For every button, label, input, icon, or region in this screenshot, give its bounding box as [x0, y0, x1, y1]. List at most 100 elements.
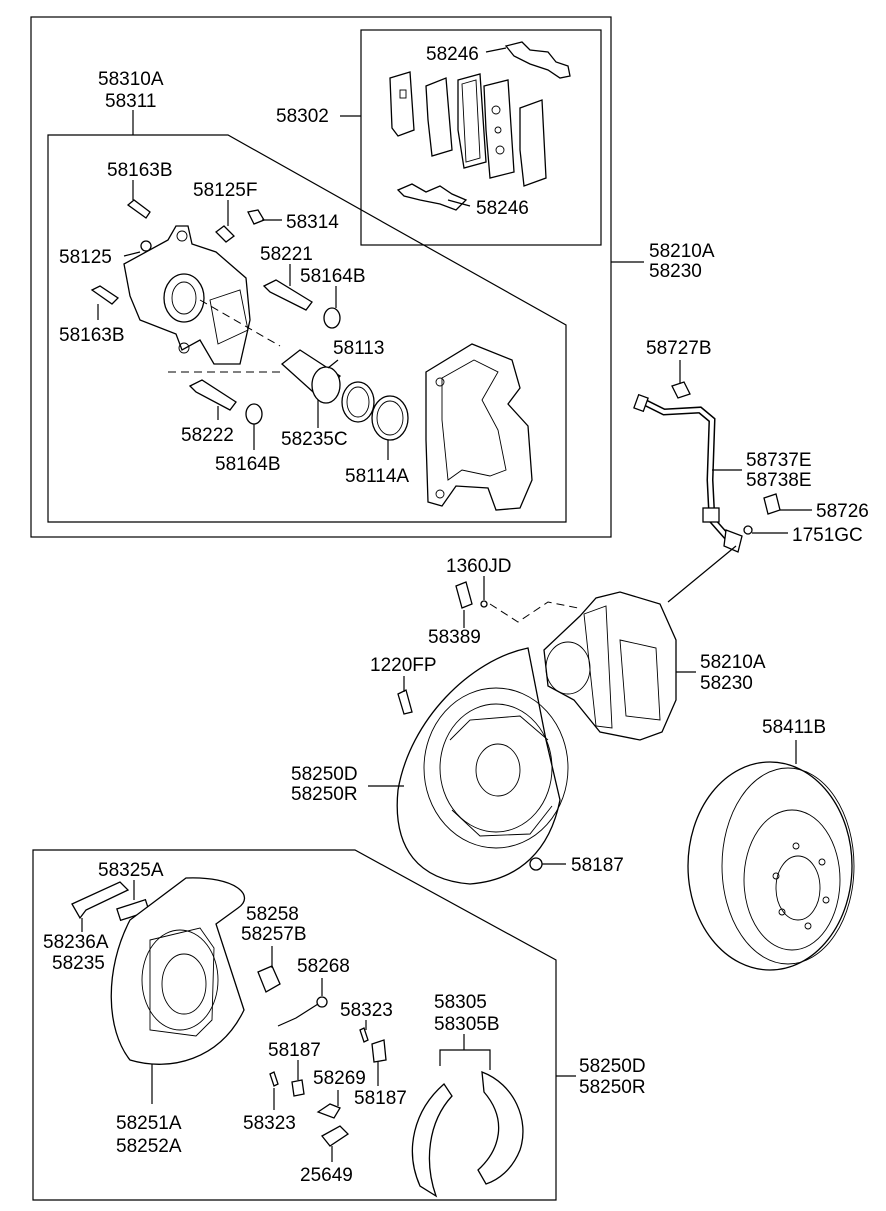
label-58268: 58268 [297, 956, 350, 977]
adjuster-25649 [321, 1125, 350, 1147]
label-58257B: 58257B [241, 924, 307, 945]
bolt-58389 [455, 581, 473, 609]
assembled-caliper [397, 581, 677, 741]
pad-clip-top [504, 41, 571, 79]
label-58187-a: 58187 [268, 1040, 321, 1061]
label-58411B: 58411B [762, 717, 826, 738]
label-58302: 58302 [276, 106, 329, 127]
brake-hose [633, 381, 781, 603]
pin-58323-b [269, 1071, 279, 1087]
bleeder-58125F [215, 225, 235, 243]
label-58323-a: 58323 [340, 1000, 393, 1021]
label-58210A-mid: 58210A [700, 652, 766, 673]
label-58269: 58269 [313, 1068, 366, 1089]
label-58726: 58726 [816, 501, 869, 522]
label-58251A: 58251A [116, 1113, 182, 1134]
caliper-assembly [90, 199, 533, 511]
brake-pad-kit-frame [360, 29, 602, 246]
label-58311: 58311 [105, 91, 156, 112]
backing-plate-assembly [396, 647, 569, 885]
label-58738E: 58738E [746, 470, 812, 491]
pad-clip-bottom [396, 183, 468, 211]
boot-58164B-bottom [245, 403, 263, 425]
label-58250R-bottom: 58250R [579, 1077, 646, 1098]
label-58246-top: 58246 [426, 44, 479, 65]
label-58250R-mid: 58250R [291, 784, 358, 805]
label-58727B: 58727B [646, 338, 712, 359]
label-58125: 58125 [59, 247, 112, 268]
nut-58187-mid [529, 857, 543, 871]
shoe-58305-right [477, 1071, 524, 1185]
label-58235C: 58235C [281, 429, 348, 450]
label-1220FP: 1220FP [370, 655, 437, 676]
label-58310A: 58310A [98, 69, 164, 90]
bolt-58726 [763, 493, 781, 515]
label-58114A: 58114A [345, 466, 409, 487]
parking-brake-parts [71, 877, 524, 1198]
spring-58258 [257, 965, 281, 993]
brake-disc [687, 761, 855, 971]
pad-shim-2 [425, 77, 453, 157]
spring-58269 [316, 1103, 341, 1119]
label-58305B: 58305B [434, 1014, 500, 1035]
label-58230-top: 58230 [649, 261, 702, 282]
label-1751GC: 1751GC [792, 525, 863, 546]
backing-plate-58251A [110, 877, 245, 1065]
label-58325A: 58325A [98, 860, 164, 881]
lever-58236A [71, 881, 130, 920]
bolt-1220FP [397, 689, 413, 715]
label-58389: 58389 [428, 627, 481, 648]
bolt-58163B-bottom [90, 285, 120, 305]
label-58737E: 58737E [746, 450, 812, 471]
cap-58125 [140, 240, 152, 252]
label-58323-b: 58323 [243, 1113, 296, 1134]
label-58222: 58222 [181, 425, 234, 446]
caliper-assembled [543, 591, 677, 741]
label-58163B-top: 58163B [107, 160, 173, 181]
clip-58187-a [291, 1079, 305, 1097]
carrier-bracket [425, 343, 533, 511]
label-58235: 58235 [52, 953, 105, 974]
pad-2 [483, 79, 515, 179]
label-58113: 58113 [333, 338, 384, 359]
shoe-58305-left [411, 1083, 453, 1198]
caliper-assembly-frame [47, 134, 567, 523]
label-58163B-bottom: 58163B [59, 325, 125, 346]
label-58246-bottom: 58246 [476, 198, 529, 219]
clip-58314 [247, 209, 265, 225]
label-25649: 25649 [300, 1165, 353, 1186]
label-58258: 58258 [246, 904, 299, 925]
pin-58323-a [359, 1027, 369, 1043]
label-58252A: 58252A [116, 1136, 182, 1157]
disc-outer [687, 761, 853, 971]
nut-1360JD [480, 600, 488, 608]
label-58221: 58221 [260, 244, 313, 265]
caliper-kit-frame [30, 16, 612, 538]
label-58230-mid: 58230 [700, 673, 753, 694]
pad-shim-3 [519, 99, 547, 187]
label-58250D-bottom: 58250D [579, 1056, 646, 1077]
label-58187-b: 58187 [354, 1088, 407, 1109]
guide-pin-58222 [188, 379, 237, 411]
guide-pin-58221 [262, 279, 313, 311]
boot-58164B-top [323, 307, 341, 329]
label-58305: 58305 [434, 992, 487, 1013]
label-58164B-bottom: 58164B [215, 454, 281, 475]
label-58314: 58314 [286, 212, 339, 233]
label-58236A: 58236A [43, 932, 109, 953]
label-58164B-top: 58164B [300, 266, 366, 287]
leader-lines [81, 47, 812, 1162]
label-58210A-top: 58210A [649, 241, 715, 262]
label-1360JD: 1360JD [446, 556, 512, 577]
label-58125F: 58125F [193, 180, 257, 201]
brake-pad-set [389, 41, 571, 211]
label-58187-mid: 58187 [571, 855, 624, 876]
washer-1751GC [743, 525, 753, 535]
backing-plate-mid [396, 647, 561, 885]
pad-shim-1 [389, 71, 415, 137]
boot-58114A [371, 395, 409, 441]
spring-58268 [316, 996, 328, 1008]
hose-clip-58727B [671, 381, 691, 399]
